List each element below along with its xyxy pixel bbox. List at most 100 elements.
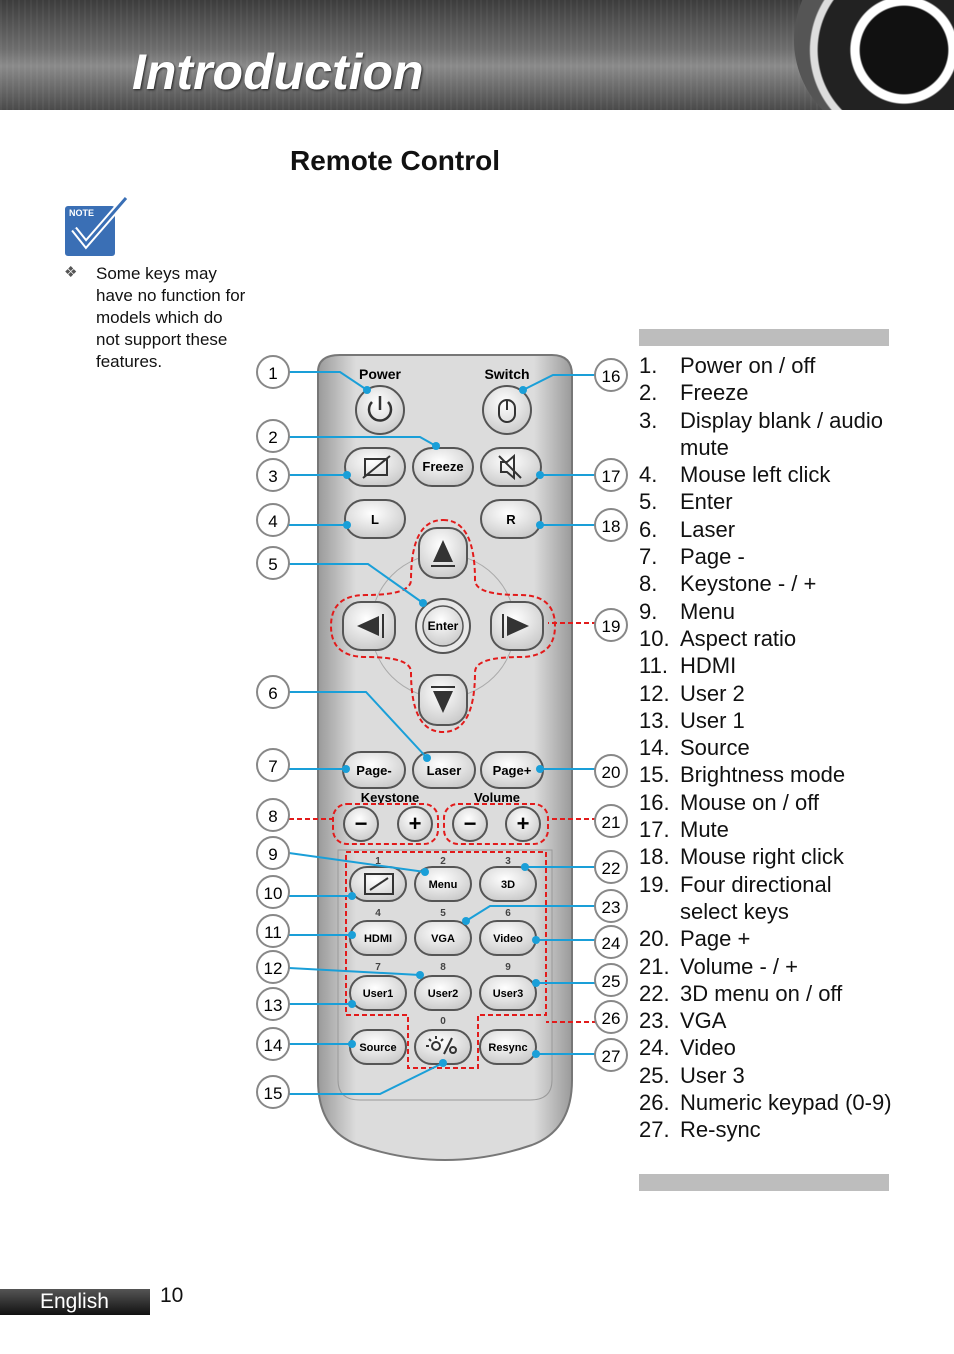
- callout-18: 18: [594, 508, 628, 542]
- list-item: 7. Page -: [639, 543, 894, 570]
- legend-number: 25.: [639, 1062, 670, 1088]
- mute-icon: [500, 453, 515, 481]
- legend-label: Re-sync: [680, 1117, 761, 1143]
- callout-2: 2: [256, 419, 290, 453]
- hdmi-button[interactable]: HDMI: [349, 920, 407, 956]
- digit-4-label: 4: [375, 908, 381, 919]
- right-leader-dots: [462, 386, 544, 1058]
- keystone-minus-button[interactable]: −: [343, 806, 379, 842]
- freeze-button[interactable]: Freeze: [412, 447, 474, 487]
- freeze-label: Freeze: [422, 459, 463, 474]
- arrow-down-icon: [433, 691, 453, 713]
- footer-language: English: [40, 1290, 109, 1313]
- legend-number: 9.: [639, 598, 658, 624]
- video-button[interactable]: Video: [479, 920, 537, 956]
- callout-1: 1: [256, 355, 290, 389]
- source-label: Source: [359, 1042, 396, 1054]
- callout-5: 5: [256, 546, 290, 580]
- menu-label: Menu: [429, 879, 458, 891]
- callout-number: 18: [602, 517, 621, 536]
- dpad-down-button[interactable]: [418, 674, 468, 726]
- list-item: 1.Power on / off: [639, 352, 894, 379]
- power-button[interactable]: [355, 385, 405, 435]
- callout-7: 7: [256, 748, 290, 782]
- legend-number: 20.: [639, 926, 670, 952]
- enter-button[interactable]: Enter: [415, 598, 471, 654]
- callouts-right: 16 17 18 19 20 21 22 23 24 25 26 27: [594, 358, 628, 1072]
- callout-22: 22: [594, 850, 628, 884]
- list-item: 6.Laser: [639, 516, 894, 543]
- mouse-left-button[interactable]: L: [344, 499, 406, 539]
- legend-number: 7.: [639, 544, 658, 570]
- callout-number: 19: [602, 617, 621, 636]
- keystone-plus-glyph: +: [409, 811, 422, 836]
- keystone-plus-button[interactable]: +: [397, 806, 433, 842]
- legend-number: 22.: [639, 980, 670, 1006]
- legend-label: Mouse on / off: [680, 789, 820, 815]
- aspect-ratio-button[interactable]: [349, 866, 407, 902]
- list-item: 3.Display blank / audio mute: [639, 407, 894, 462]
- callout-24: 24: [594, 925, 628, 959]
- mouse-switch-button[interactable]: [482, 385, 532, 435]
- legend-top-bar: [639, 329, 889, 346]
- user2-button[interactable]: User2: [414, 975, 472, 1011]
- legend-number: 1.: [639, 353, 658, 378]
- dpad-up-button[interactable]: [418, 527, 468, 579]
- laser-button[interactable]: Laser: [412, 751, 476, 789]
- resync-button[interactable]: Resync: [479, 1029, 537, 1065]
- legend-label: Video: [680, 1035, 736, 1061]
- legend-number: 13.: [639, 707, 670, 733]
- page-plus-button[interactable]: Page+: [480, 751, 544, 789]
- legend-label: Page -: [680, 544, 745, 570]
- callout-number: 16: [602, 367, 621, 386]
- callout-number: 5: [268, 555, 277, 574]
- laser-label: Laser: [427, 763, 462, 778]
- list-item: 12.User 2: [639, 680, 894, 707]
- user1-button[interactable]: User1: [349, 975, 407, 1011]
- page-minus-button[interactable]: Page-: [342, 751, 406, 789]
- mute-button[interactable]: [480, 447, 542, 487]
- callout-number: 8: [268, 807, 277, 826]
- legend-label: Mute: [680, 817, 729, 843]
- legend-label: Numeric keypad (0-9): [680, 1090, 892, 1116]
- legend-label: Four directional select keys: [680, 871, 832, 924]
- list-item: 25.User 3: [639, 1062, 894, 1089]
- vga-button[interactable]: VGA: [414, 920, 472, 956]
- legend-label: Source: [680, 735, 750, 761]
- legend-list: 1.Power on / off 2.Freeze 3.Display blan…: [639, 352, 894, 1144]
- source-button[interactable]: Source: [349, 1029, 407, 1065]
- callout-number: 3: [268, 467, 277, 486]
- page-number: 10: [160, 1284, 184, 1307]
- projector-lens-graphic: [794, 0, 954, 110]
- callout-14: 14: [256, 1027, 290, 1061]
- mouse-right-button[interactable]: R: [480, 499, 542, 539]
- callout-8: 8: [256, 798, 290, 832]
- callout-number: 26: [602, 1009, 621, 1028]
- display-blank-button[interactable]: [344, 447, 406, 487]
- callout-number: 23: [602, 898, 621, 917]
- volume-plus-glyph: +: [517, 811, 530, 836]
- menu-button[interactable]: Menu: [414, 866, 472, 902]
- list-item: 2.Freeze: [639, 379, 894, 406]
- header-banner: Introduction: [0, 0, 954, 110]
- callout-number: 27: [602, 1047, 621, 1066]
- dpad-left-button[interactable]: [342, 601, 396, 651]
- page-title: Introduction: [132, 44, 424, 100]
- callout-3: 3: [256, 458, 290, 492]
- user3-button[interactable]: User3: [479, 975, 537, 1011]
- brightness-mode-button[interactable]: [414, 1029, 472, 1065]
- l-label: L: [371, 512, 379, 527]
- legend-label: Page +: [680, 926, 751, 952]
- keystone-label: Keystone: [361, 790, 420, 805]
- dpad-right-button[interactable]: [490, 601, 544, 651]
- list-item: 15.Brightness mode: [639, 761, 894, 788]
- 3d-button[interactable]: 3D: [479, 866, 537, 902]
- digit-8-label: 8: [440, 962, 446, 973]
- 3d-label: 3D: [501, 879, 515, 891]
- volume-plus-button[interactable]: +: [505, 806, 541, 842]
- legend-number: 26.: [639, 1090, 670, 1116]
- callout-number: 20: [602, 763, 621, 782]
- volume-minus-button[interactable]: −: [452, 806, 488, 842]
- legend-number: 19.: [639, 871, 670, 897]
- legend-label: Volume - / +: [680, 953, 799, 979]
